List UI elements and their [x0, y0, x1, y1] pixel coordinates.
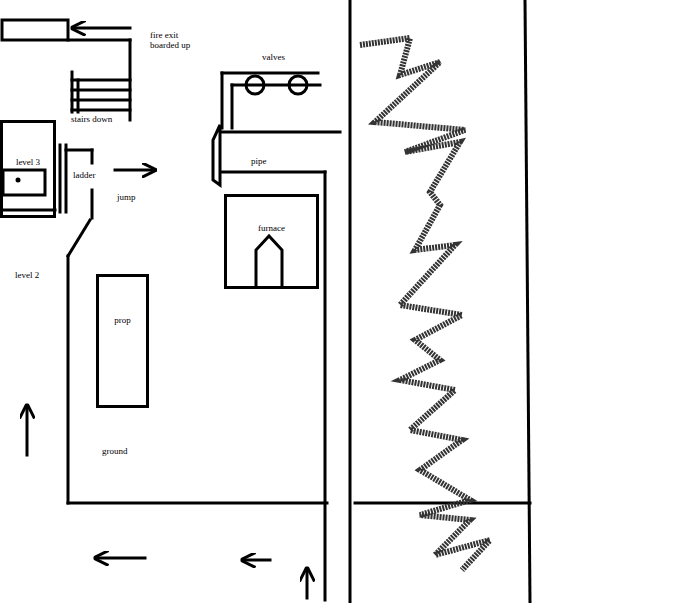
level-label: level 2 — [14, 270, 40, 280]
level-box: level 3 — [0, 120, 56, 218]
node-title: level 3 — [15, 158, 41, 168]
node-title: furnace — [257, 224, 286, 234]
note-label: fire exit boarded up — [149, 30, 203, 51]
jump-label: jump — [116, 192, 137, 202]
ladder-label: ladder — [72, 170, 97, 180]
furnace-box: furnace — [224, 194, 319, 289]
pipe-label: pipe — [250, 156, 268, 166]
valves-label: valves — [261, 52, 286, 62]
stairs-label: stairs down — [70, 114, 113, 124]
node-title: prop — [113, 316, 132, 326]
area-label: ground — [101, 446, 129, 456]
prop-box: prop — [96, 274, 149, 408]
